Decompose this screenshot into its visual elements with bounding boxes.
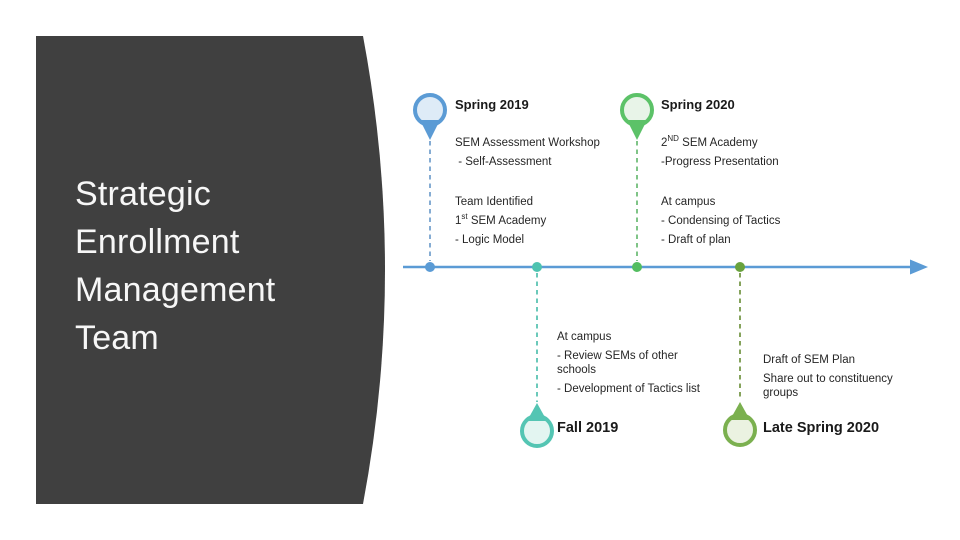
detail-line: Draft of SEM Plan [763,354,856,366]
detail-line: SEM Assessment Workshop [455,137,600,149]
detail-line: Team Identified [455,196,533,208]
right-arrowhead-icon [910,259,928,275]
milestone-fall-2019-details: At campus - Review SEMs of other schools… [557,330,727,401]
milestone-late-spring-2020-details: Draft of SEM Plan Share out to constitue… [763,353,948,405]
pin-spring-2019-icon [413,93,447,140]
pin-fall-2019-icon [520,403,554,448]
milestone-label-spring-2020: Spring 2020 [661,97,735,112]
detail-line: - Development of Tactics list [557,383,700,395]
timeline-dot-fall-2019 [532,262,542,272]
milestone-label-spring-2019: Spring 2019 [455,97,529,112]
slide-title: Strategic Enrollment Management Team [75,175,276,357]
detail-line: - Self-Assessment [455,156,552,168]
timeline-dot-late-spring-2020 [735,262,745,272]
milestone-label-late-spring-2020: Late Spring 2020 [763,420,880,436]
milestone-spring-2020-details-1: 2ND SEM Academy -Progress Presentation [661,134,779,174]
detail-line: -Progress Presentation [661,156,779,168]
detail-line: - Review SEMs of other schools [557,350,678,376]
detail-line: At campus [661,196,716,208]
pin-spring-2020-icon [620,93,654,140]
detail-line: - Condensing of Tactics [661,215,781,227]
timeline-dot-spring-2019 [425,262,435,272]
detail-line: At campus [557,331,612,343]
milestone-spring-2019-details-1: SEM Assessment Workshop - Self-Assessmen… [455,136,600,174]
milestone-label-fall-2019: Fall 2019 [557,420,619,436]
detail-line: - Draft of plan [661,234,731,246]
timeline-dot-spring-2020 [632,262,642,272]
detail-line: 1st SEM Academy [455,212,547,227]
milestone-spring-2019-details-2: Team Identified 1st SEM Academy - Logic … [455,195,546,252]
detail-line: - Logic Model [455,234,525,246]
timeline-axis [403,259,928,275]
detail-line: Share out to constituency groups [763,373,893,399]
detail-line: 2ND SEM Academy [661,134,758,149]
milestone-spring-2020-details-2: At campus - Condensing of Tactics - Draf… [661,195,780,252]
pin-late-spring-2020-icon [723,402,757,447]
